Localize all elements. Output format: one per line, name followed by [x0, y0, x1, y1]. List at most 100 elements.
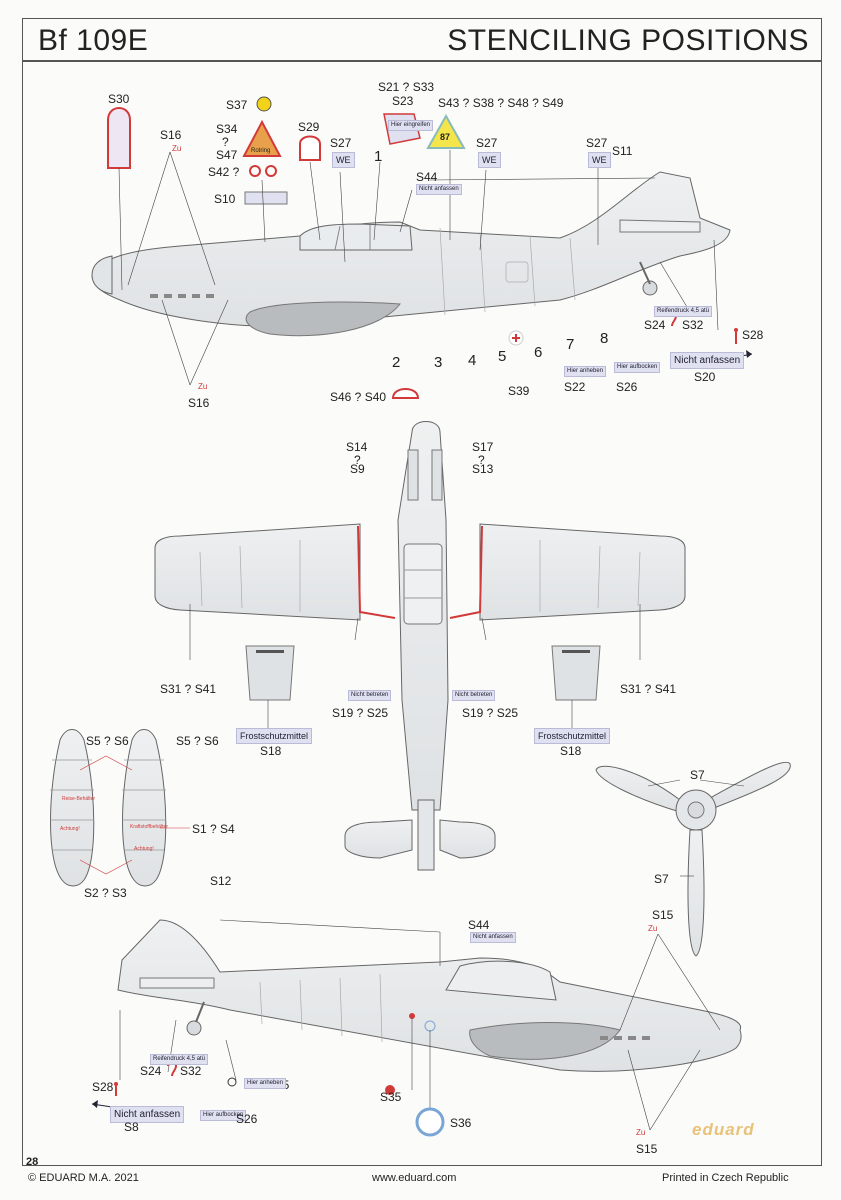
- label-s42: S42 ?: [208, 165, 240, 179]
- position-8: 8: [600, 330, 609, 347]
- position-6: 6: [534, 344, 543, 361]
- stencil-we-c: WE: [588, 152, 611, 168]
- side-profile-left: [91, 171, 731, 337]
- eduard-logo: eduard: [692, 1120, 755, 1139]
- label-s12: S12: [210, 874, 232, 888]
- position-3: 3: [434, 354, 443, 371]
- leader-lines-bottom: [119, 919, 721, 1131]
- plan-view: [154, 421, 686, 871]
- label-s9: S9: [350, 462, 365, 476]
- stencil-markers-top: [107, 96, 524, 399]
- stencil-rotring-marker: [242, 119, 282, 157]
- label-s19-right: S19 ? S25: [462, 706, 519, 720]
- label-s16-top: S16: [160, 128, 182, 142]
- label-s15-top: S15: [652, 908, 674, 922]
- label-s14: S14: [346, 440, 368, 454]
- stencil-hier: Hier eingreifen: [388, 120, 434, 131]
- position-7: 7: [566, 336, 575, 353]
- label-s30: S30: [108, 92, 130, 106]
- label-s29: S29: [298, 120, 320, 134]
- stencil-rotring: Rotring: [251, 148, 271, 154]
- label-s10: S10: [214, 192, 236, 206]
- page-title: STENCILING POSITIONS: [447, 24, 809, 57]
- label-s27-a: S27: [330, 136, 352, 150]
- leader-lines-top: [118, 150, 719, 386]
- label-s34: S34: [216, 122, 238, 136]
- label-s28-top: S28: [742, 328, 764, 342]
- stencil-hier-aufbocken: Hier aufbocken: [614, 362, 661, 373]
- label-s17: S17: [472, 440, 494, 454]
- stencil-hier-anheben: Hier anheben: [564, 366, 607, 377]
- svg-text:Reise-Behälter: Reise-Behälter: [62, 796, 95, 802]
- label-s46-s40: S46 ? S40: [330, 390, 387, 404]
- stencil-nicht-betreten-left: Nicht betreten: [348, 690, 392, 701]
- propeller: [595, 761, 791, 957]
- label-s47: S47: [216, 148, 238, 162]
- label-s39: S39: [508, 384, 530, 398]
- label-s8: S8: [124, 1120, 139, 1134]
- label-s5-s6-left: S5 ? S6: [86, 734, 129, 748]
- label-s20: S20: [694, 370, 716, 384]
- label-s32-bottom: S32: [180, 1064, 202, 1078]
- stencil-nicht-anfassen-s8: Nicht anfassen: [110, 1106, 185, 1123]
- label-s18-left: S18: [260, 744, 282, 758]
- label-s18-right: S18: [560, 744, 582, 758]
- label-s16-bottom: S16: [188, 396, 210, 410]
- position-4: 4: [468, 352, 477, 369]
- stencil-hier-anheben-bottom: Hier anheben: [244, 1078, 287, 1089]
- label-s19-left: S19 ? S25: [332, 706, 389, 720]
- stencil-frost-right: Frostschutzmittel: [534, 728, 611, 744]
- model-title: Bf 109E: [38, 24, 149, 57]
- stencil-s29-marker: [299, 135, 321, 161]
- footer-printed: Printed in Czech Republic: [662, 1172, 789, 1184]
- svg-text:Kraftstoffbehälter: Kraftstoffbehälter: [130, 824, 168, 830]
- stencil-s37-marker: [256, 96, 272, 112]
- stencil-hier-aufbocken-bottom: Hier aufbocken: [200, 1110, 247, 1121]
- position-1: 1: [374, 148, 383, 165]
- label-s2-s3: S2 ? S3: [84, 886, 127, 900]
- stencil-we-a: WE: [332, 152, 355, 168]
- label-s36: S36: [450, 1116, 472, 1130]
- label-q2: ?: [354, 453, 361, 467]
- leader-lines-plan: [189, 604, 641, 728]
- position-5: 5: [498, 348, 507, 365]
- label-s24-top: S24: [644, 318, 666, 332]
- footer-url: www.eduard.com: [372, 1172, 457, 1184]
- label-s28-bottom: S28: [92, 1080, 114, 1094]
- label-s1-s4: S1 ? S4: [192, 822, 235, 836]
- page-frame: [22, 18, 822, 1166]
- label-s24-bottom: S24: [140, 1064, 162, 1078]
- stencil-s30-marker: [107, 107, 131, 169]
- stencil-nicht-anfassen-s44: Nicht anfassen: [416, 184, 462, 195]
- label-s32-top: S32: [682, 318, 704, 332]
- label-s21-s33: S21 ? S33: [378, 80, 435, 94]
- stencil-nicht-anfassen-bottom-s44: Nicht anfassen: [470, 932, 516, 943]
- footer-copyright: © EDUARD M.A. 2021: [28, 1172, 139, 1184]
- side-profile-right: [117, 919, 742, 1072]
- stencil-zu-s15-top: Zu: [648, 924, 658, 933]
- svg-text:Achtung!: Achtung!: [60, 826, 80, 832]
- label-s35: S35: [380, 1090, 402, 1104]
- stencil-we-b: WE: [478, 152, 501, 168]
- page-number: 28: [26, 1156, 39, 1168]
- label-s27-c: S27: [586, 136, 608, 150]
- svg-text:Achtung!: Achtung!: [134, 846, 154, 852]
- position-2: 2: [392, 354, 401, 371]
- label-s13: S13: [472, 462, 494, 476]
- label-s11: S11: [612, 144, 633, 158]
- label-s31-left: S31 ? S41: [160, 682, 217, 696]
- label-s27-b: S27: [476, 136, 498, 150]
- label-s5-s6-right: S5 ? S6: [176, 734, 219, 748]
- label-s37: S37: [226, 98, 248, 112]
- stencil-87: 87: [440, 132, 451, 142]
- stencil-nicht-betreten-right: Nicht betreten: [452, 690, 496, 701]
- stencil-87-marker: [426, 113, 466, 149]
- stencil-nicht-anfassen-s20: Nicht anfassen: [670, 352, 745, 369]
- label-s44-bottom: S44: [468, 918, 490, 932]
- label-q1: ?: [222, 135, 229, 149]
- label-s44-top: S44: [416, 170, 438, 184]
- label-s7-top: S7: [690, 768, 705, 782]
- label-s31-right: S31 ? S41: [620, 682, 677, 696]
